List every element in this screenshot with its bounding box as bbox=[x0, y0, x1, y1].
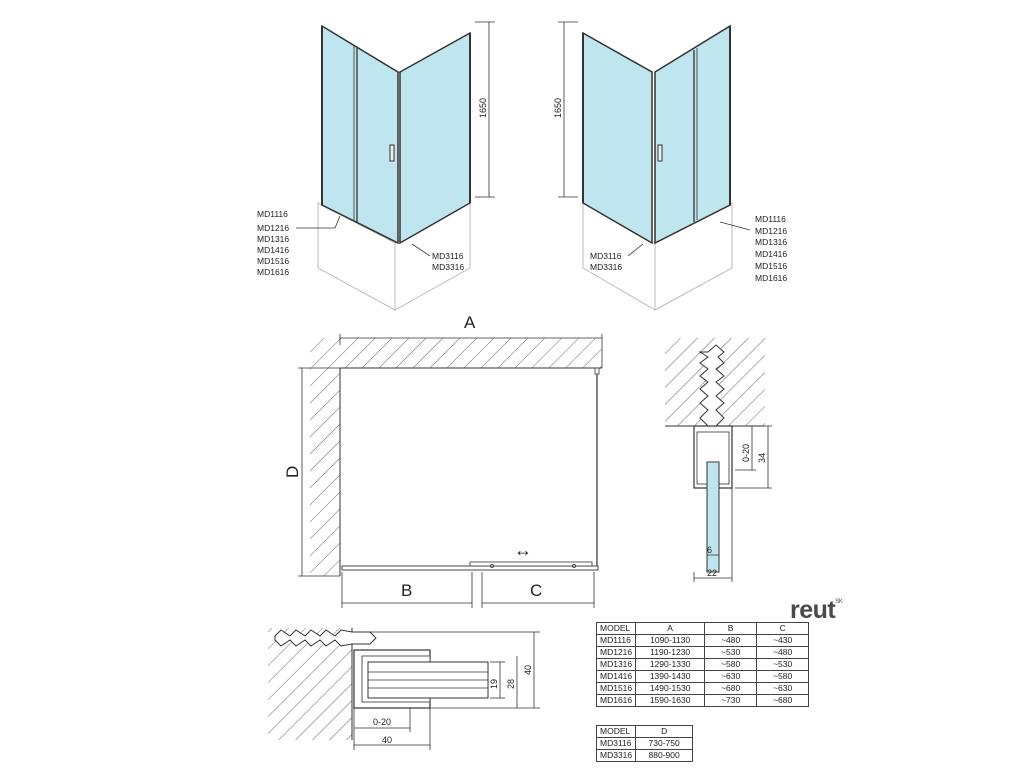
table-cell: ~680 bbox=[704, 682, 758, 695]
enclosure-right-view bbox=[558, 21, 751, 311]
table-header-cell: MODEL bbox=[595, 622, 637, 635]
table-cell: ~580 bbox=[704, 658, 758, 671]
slide-direction-arrow: ↔ bbox=[514, 540, 532, 560]
table-cell: 1290-1330 bbox=[635, 658, 706, 671]
table-cell: 1090-1130 bbox=[635, 634, 706, 647]
table-cell: 1190-1230 bbox=[635, 646, 706, 659]
model-label: MD1616 bbox=[755, 273, 787, 283]
brand-logo: reutSK bbox=[790, 596, 843, 625]
table-header-cell: C bbox=[756, 622, 810, 635]
model-label: MD1616 bbox=[257, 267, 289, 277]
table-row: MD1216 1190-1230 ~530 ~480 bbox=[595, 646, 810, 659]
model-label: MD1116 bbox=[755, 214, 786, 224]
dimension-label: 34 bbox=[757, 453, 767, 463]
model-label: MD1416 bbox=[755, 249, 787, 259]
bottom-profile-detail bbox=[268, 628, 540, 750]
model-label: MD1116 bbox=[257, 209, 288, 219]
side-model-label: MD3116 bbox=[590, 251, 622, 261]
table-header-cell: D bbox=[635, 725, 694, 738]
logo-suffix: SK bbox=[835, 599, 843, 605]
table-cell: ~630 bbox=[756, 682, 810, 695]
logo-text: reut bbox=[790, 596, 836, 624]
table-header-cell: B bbox=[704, 622, 758, 635]
dimension-label: 0-20 bbox=[373, 717, 391, 727]
plan-view bbox=[298, 334, 603, 608]
table-cell: MD1116 bbox=[595, 634, 637, 647]
table-cell: ~480 bbox=[756, 646, 810, 659]
dimension-a-label: A bbox=[464, 313, 476, 332]
profile-detail bbox=[665, 338, 772, 582]
table-cell: MD3316 bbox=[595, 749, 637, 762]
model-label: MD1516 bbox=[257, 256, 289, 266]
table-cell: ~430 bbox=[756, 634, 810, 647]
model-label: MD1516 bbox=[755, 261, 787, 271]
dimension-label: 40 bbox=[382, 735, 392, 745]
table-cell: 730-750 bbox=[635, 737, 694, 750]
sliding-door-glass bbox=[654, 24, 731, 245]
side-model-label: MD3316 bbox=[432, 262, 464, 272]
table-header-cell: MODEL bbox=[595, 725, 637, 738]
labels: 1650 1650 MD1116 MD1216 MD1316 MD1416 MD… bbox=[257, 98, 787, 745]
dimension-table-front: MODEL A B C MD1116 1090-1130 ~480 ~430 M… bbox=[595, 622, 810, 707]
dimension-b-label: B bbox=[401, 581, 412, 600]
dimension-label: 22 bbox=[707, 568, 717, 578]
sliding-door-glass bbox=[321, 24, 399, 245]
dimension-label: 0-20 bbox=[741, 444, 751, 462]
table-cell: ~730 bbox=[704, 694, 758, 707]
table-cell: 1490-1530 bbox=[635, 682, 706, 695]
table-cell: MD1416 bbox=[595, 670, 637, 683]
dimension-d-label: D bbox=[283, 466, 302, 478]
model-label: MD1216 bbox=[257, 223, 289, 233]
table-cell: ~480 bbox=[704, 634, 758, 647]
dimension-c-label: C bbox=[530, 581, 542, 600]
table-cell: MD3116 bbox=[595, 737, 637, 750]
table-cell: MD1616 bbox=[595, 694, 637, 707]
table-row: MD1416 1390-1430 ~630 ~580 bbox=[595, 670, 810, 683]
model-label: MD1216 bbox=[755, 226, 787, 236]
table-row: MD1516 1490-1530 ~680 ~630 bbox=[595, 682, 810, 695]
model-label: MD1316 bbox=[257, 234, 289, 244]
door-handle bbox=[657, 144, 663, 162]
dimension-label: 19 bbox=[489, 679, 499, 689]
table-row: MD1616 1590-1630 ~730 ~680 bbox=[595, 694, 810, 707]
dimension-label: 40 bbox=[523, 665, 533, 675]
table-cell: 1390-1430 bbox=[635, 670, 706, 683]
table-header-cell: A bbox=[635, 622, 706, 635]
table-cell: ~630 bbox=[704, 670, 758, 683]
side-model-label: MD3116 bbox=[432, 251, 464, 261]
height-label-right: 1650 bbox=[553, 98, 563, 118]
enclosure-left-view bbox=[296, 21, 495, 311]
table-header-row: MODEL A B C bbox=[595, 622, 810, 635]
table-cell: ~680 bbox=[756, 694, 810, 707]
table-row: MD3116 730-750 bbox=[595, 737, 694, 750]
table-cell: 880-900 bbox=[635, 749, 694, 762]
height-label-left: 1650 bbox=[478, 98, 488, 118]
dimension-label: 6 bbox=[707, 545, 712, 555]
table-row: MD1116 1090-1130 ~480 ~430 bbox=[595, 634, 810, 647]
dimension-label: 28 bbox=[506, 679, 516, 689]
side-model-label: MD3316 bbox=[590, 262, 622, 272]
table-row: MD3316 880-900 bbox=[595, 749, 694, 762]
table-cell: 1590-1630 bbox=[635, 694, 706, 707]
table-row: MD1316 1290-1330 ~580 ~530 bbox=[595, 658, 810, 671]
model-label: MD1416 bbox=[257, 245, 289, 255]
wall-anchor bbox=[274, 629, 377, 647]
table-cell: ~530 bbox=[704, 646, 758, 659]
table-cell: MD1516 bbox=[595, 682, 637, 695]
table-cell: ~530 bbox=[756, 658, 810, 671]
table-header-row: MODEL D bbox=[595, 725, 694, 738]
table-cell: MD1216 bbox=[595, 646, 637, 659]
table-cell: MD1316 bbox=[595, 658, 637, 671]
dimension-table-side: MODEL D MD3116 730-750 MD3316 880-900 bbox=[595, 725, 694, 762]
model-label: MD1316 bbox=[755, 237, 787, 247]
table-cell: ~580 bbox=[756, 670, 810, 683]
door-handle bbox=[389, 144, 395, 162]
